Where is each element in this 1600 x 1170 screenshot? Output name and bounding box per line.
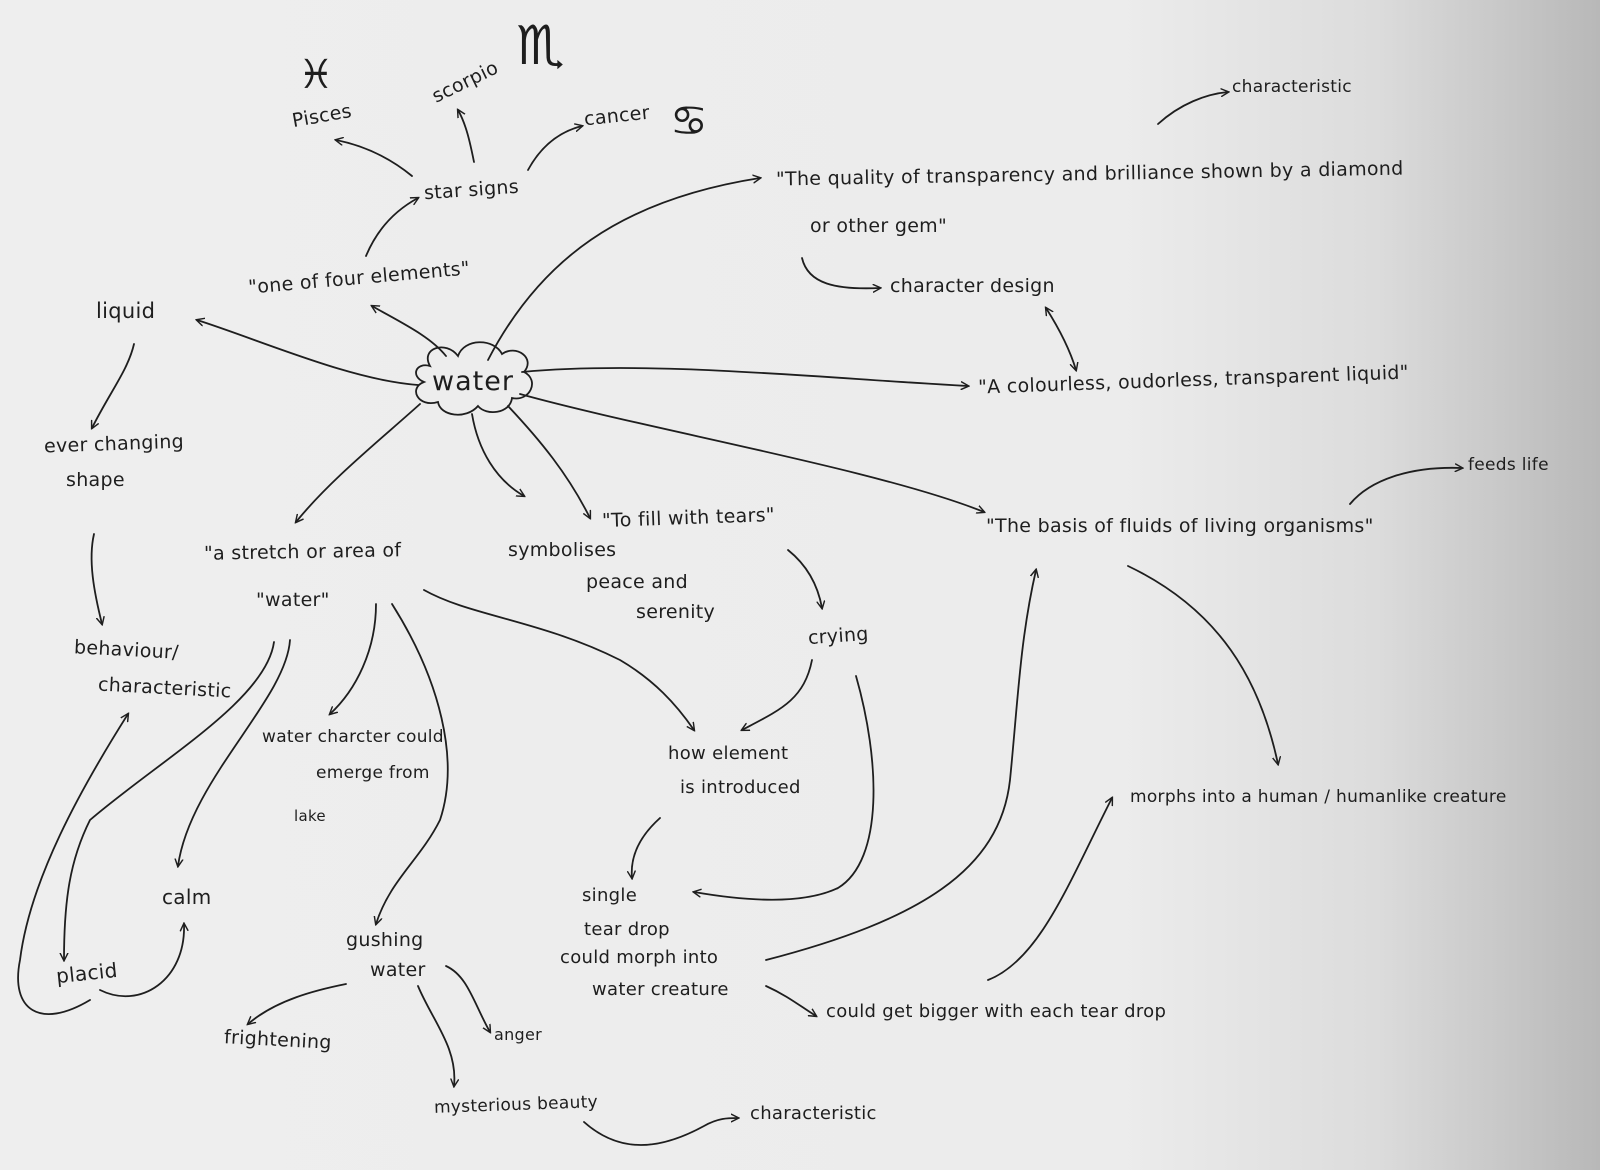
- center-cloud-outline: [415, 341, 533, 416]
- node-symbolises-line3: serenity: [636, 601, 716, 623]
- arrow-crying-to-how-element: [742, 659, 813, 730]
- node-single-tear-line3: could morph into: [560, 947, 719, 968]
- arrow-to-fill-tears: [507, 405, 590, 518]
- node-how-element-line1: how element: [668, 743, 789, 764]
- node-single-tear-line2: tear drop: [584, 919, 670, 940]
- arrow-to-cancer: [527, 126, 582, 171]
- arrow-basis-to-feeds-life: [1349, 468, 1462, 505]
- node-single-tear-line1: single: [582, 885, 638, 906]
- node-calm: calm: [162, 885, 212, 909]
- pisces-icon: ♓: [298, 52, 334, 98]
- node-could-get-bigger: could get bigger with each tear drop: [826, 1001, 1167, 1022]
- arrow-quality-to-character-design: [801, 257, 880, 288]
- node-stretch-line2: "water": [256, 589, 330, 611]
- node-basis-of-fluids: "The basis of fluids of living organisms…: [986, 515, 1374, 537]
- node-crying: crying: [807, 622, 870, 650]
- arrow-design-colourless: [1046, 308, 1076, 370]
- node-characteristic-bottom: characteristic: [750, 1103, 877, 1124]
- arrow-placid-to-calm: [99, 924, 184, 998]
- arrow-gushing-to-mysterious: [417, 985, 454, 1086]
- center-node-water: water: [432, 366, 514, 397]
- arrow-to-quality: [487, 178, 760, 361]
- arrow-stretch-to-placid: [64, 641, 275, 960]
- arrow-to-pisces: [336, 140, 413, 177]
- arrow-to-liquid: [197, 320, 419, 386]
- cancer-icon: ♋: [670, 96, 708, 145]
- node-stretch-line1: "a stretch or area of: [203, 539, 402, 565]
- node-how-element-line2: is introduced: [680, 777, 801, 798]
- arrow-stretch-to-calm: [178, 639, 291, 866]
- arrow-to-colourless: [521, 367, 968, 386]
- arrow-how-element-to-single: [632, 817, 661, 878]
- arrow-to-stretch: [296, 403, 421, 522]
- arrow-mysterious-to-characteristic: [583, 1118, 738, 1146]
- arrow-gushing-to-frightening: [248, 983, 347, 1024]
- arrow-to-four-elements: [372, 306, 447, 357]
- scorpio-icon: ♏: [516, 14, 565, 77]
- arrow-crying-to-single: [694, 675, 875, 901]
- node-feeds-life: feeds life: [1468, 455, 1549, 475]
- node-water-character-line1: water charcter could: [262, 727, 444, 747]
- node-characteristic-top: characteristic: [1232, 77, 1352, 97]
- node-water-character-line3: lake: [294, 807, 326, 825]
- node-water-character-line2: emerge from: [316, 763, 430, 783]
- loop-placid-to-behaviour: [17, 714, 128, 1015]
- arrow-to-star-signs: [365, 198, 418, 257]
- arrow-stretch-to-how-element: [423, 589, 694, 730]
- arrow-to-basis: [519, 393, 984, 512]
- arrow-single-to-bigger: [765, 985, 816, 1016]
- node-liquid: liquid: [96, 299, 156, 323]
- arrow-to-behaviour: [90, 533, 102, 624]
- node-symbolises-line1: symbolises: [508, 539, 617, 561]
- arrow-to-ever-changing: [92, 343, 135, 428]
- node-symbolises-line2: peace and: [586, 571, 689, 593]
- arrow-gushing-to-anger: [445, 965, 490, 1032]
- arrow-basis-to-morphs: [1127, 565, 1278, 764]
- arrow-stretch-to-water-character: [330, 603, 377, 714]
- node-morphs-into-human: morphs into a human / humanlike creature: [1130, 787, 1507, 807]
- arrow-to-scorpio: [458, 110, 475, 163]
- node-gushing-line1: gushing: [346, 929, 424, 951]
- arrow-quality-to-characteristic: [1157, 92, 1228, 125]
- arrow-bigger-to-morphs: [987, 798, 1112, 981]
- node-anger: anger: [494, 1025, 543, 1044]
- node-ever-changing-line2: shape: [66, 469, 125, 491]
- arrow-to-symbolises: [471, 413, 524, 496]
- arrow-fill-tears-to-crying: [787, 549, 822, 608]
- node-character-design: character design: [890, 275, 1055, 297]
- node-gushing-line2: water: [370, 959, 426, 981]
- arrow-single-to-basis: [765, 570, 1036, 961]
- arrow-stretch-to-gushing: [376, 603, 449, 924]
- node-single-tear-line4: water creature: [592, 979, 729, 1000]
- node-quality-line2: or other gem": [810, 215, 948, 237]
